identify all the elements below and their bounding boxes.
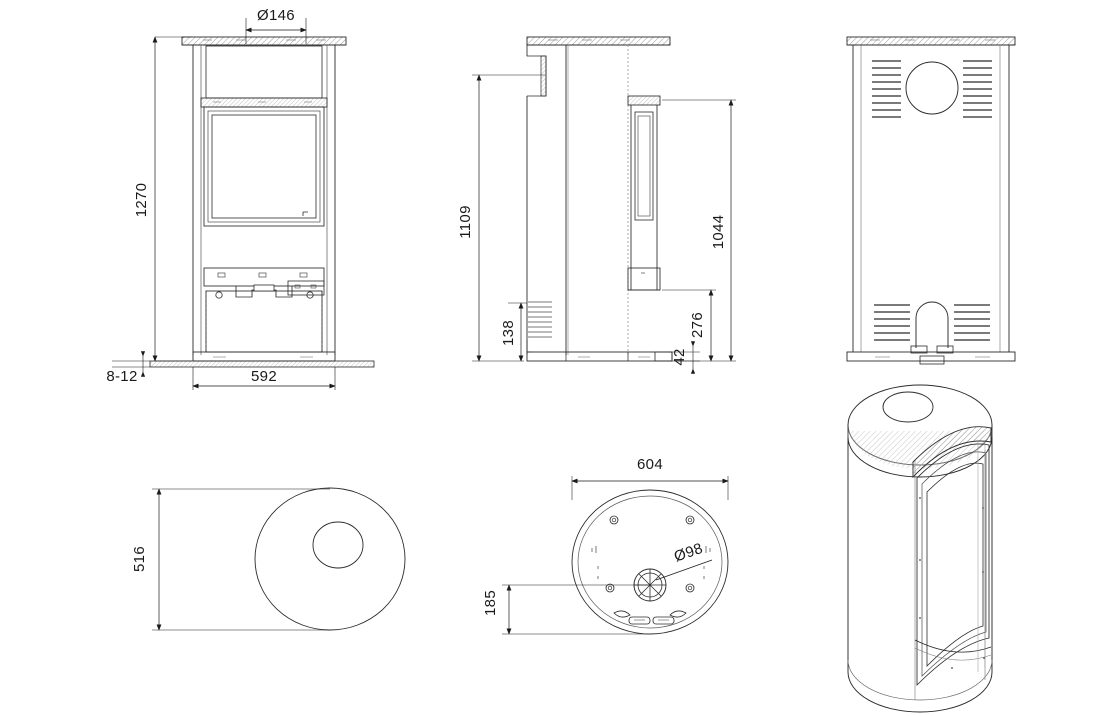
iso-bottom bbox=[847, 671, 993, 713]
door-glass bbox=[211, 114, 317, 219]
iso-lower-skirt bbox=[914, 639, 992, 653]
rear-center-foot bbox=[919, 355, 945, 365]
view-side-section bbox=[526, 36, 673, 362]
label-ash-height: 276 bbox=[689, 312, 706, 338]
dims-front-elevation bbox=[112, 18, 336, 390]
rear-lower-louvres-right bbox=[954, 304, 990, 341]
label-plan-offset: 185 bbox=[482, 590, 499, 616]
dims-side-section bbox=[472, 74, 736, 374]
label-flue-diameter-front: Ø146 bbox=[257, 7, 295, 24]
iso-fasteners bbox=[919, 497, 985, 669]
side-door-top-band bbox=[627, 95, 661, 106]
side-door-glass bbox=[634, 111, 654, 221]
side-top-plate bbox=[526, 36, 671, 46]
iso-door-top-band bbox=[912, 426, 992, 479]
view-rear-elevation bbox=[846, 36, 1016, 365]
label-floor-plate: 8-12 bbox=[106, 368, 137, 385]
door-outer-frame bbox=[203, 106, 325, 227]
bottom-plan-bolts bbox=[605, 515, 695, 593]
view-isometric bbox=[847, 384, 993, 713]
rear-base-plinth bbox=[846, 351, 1016, 362]
label-total-height: 1270 bbox=[133, 183, 150, 218]
bottom-plan-inner-ring bbox=[577, 495, 723, 629]
bottom-plan-slots bbox=[613, 610, 687, 625]
view-bottom-plan bbox=[571, 489, 729, 635]
door-top-band bbox=[200, 97, 328, 108]
label-depth: 516 bbox=[131, 546, 148, 572]
floor-plate bbox=[149, 360, 375, 368]
top-plate bbox=[181, 36, 347, 46]
side-louvres bbox=[528, 301, 552, 338]
label-base-width: 592 bbox=[251, 368, 277, 385]
rear-flue-opening bbox=[905, 61, 959, 115]
top-plan-flue bbox=[312, 521, 364, 569]
rear-upper-louvres-left bbox=[872, 60, 901, 118]
view-front-elevation bbox=[149, 36, 375, 368]
iso-door-glass bbox=[926, 462, 984, 667]
rear-lower-arch-opening bbox=[915, 301, 949, 348]
bottom-plan-ticks bbox=[591, 546, 711, 579]
iso-flue-hole bbox=[882, 391, 934, 423]
side-foot bbox=[654, 351, 673, 362]
rear-upper-louvres-right bbox=[963, 60, 992, 118]
label-vent-height: 138 bbox=[500, 320, 517, 346]
label-door-top-height: 1044 bbox=[710, 215, 727, 250]
label-foot-height: 42 bbox=[671, 348, 688, 365]
bottom-plan-outline bbox=[571, 489, 729, 635]
door-handle bbox=[302, 211, 308, 216]
rear-top-plate bbox=[846, 36, 1016, 46]
dims-bottom-plan bbox=[502, 476, 729, 635]
label-plan-width: 604 bbox=[637, 456, 663, 473]
iso-door-frame bbox=[916, 443, 990, 687]
rear-lower-louvres-left bbox=[874, 304, 910, 341]
flue-diameter-leader bbox=[655, 559, 713, 581]
label-body-height: 1109 bbox=[457, 205, 474, 238]
dims-top-plan bbox=[152, 488, 330, 631]
